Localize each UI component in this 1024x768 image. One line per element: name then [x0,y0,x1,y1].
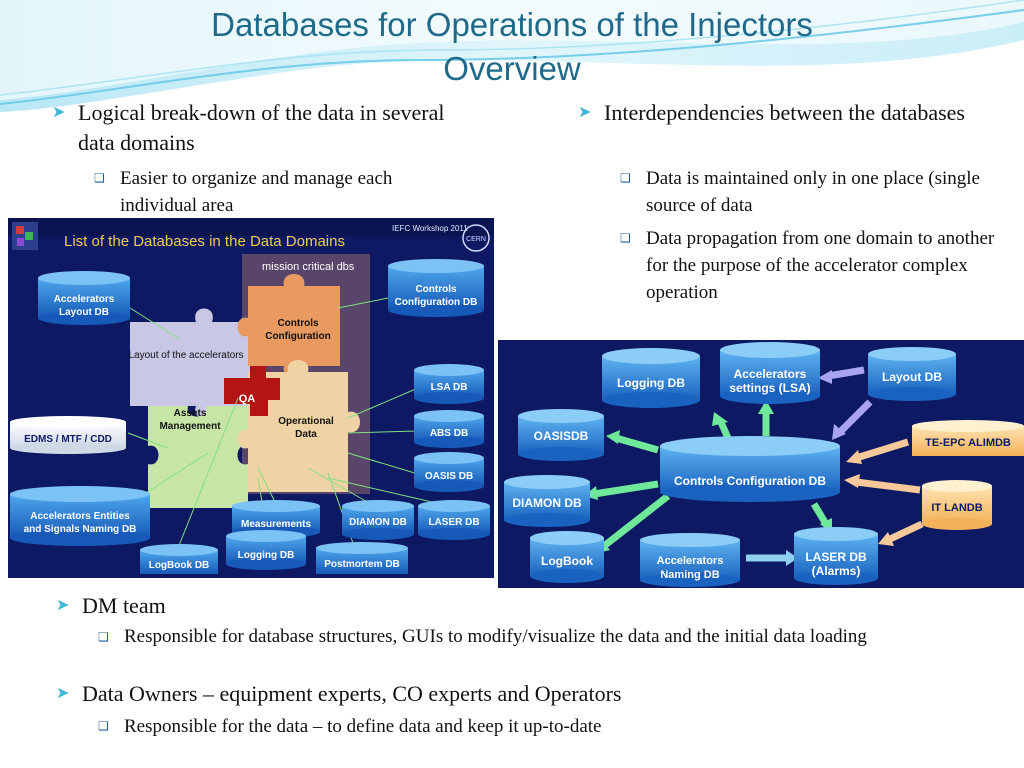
svg-text:Accelerators: Accelerators [657,555,724,567]
data-domains-figure: IEFC Workshop 2011 List of the Databases… [8,218,494,578]
cylinder-postmortem-db: Postmortem DB [316,542,408,574]
svg-text:Logging DB: Logging DB [617,376,685,390]
svg-text:EDMS / MTF / CDD: EDMS / MTF / CDD [24,434,112,445]
cylinder-laser-db: LASER DB [418,500,490,540]
node-diamon-db: DIAMON DB [504,475,590,527]
sub-bullet-organize: ❑ Easier to organize and manage each ind… [94,165,434,219]
sub-bullet-single-source: ❑ Data is maintained only in one place (… [620,165,1000,219]
svg-text:Controls Configuration DB: Controls Configuration DB [674,474,826,488]
cylinder-abs-db: ABS DB [414,410,484,448]
svg-text:Data: Data [295,429,317,440]
svg-text:Naming DB: Naming DB [660,569,719,581]
node-oasisdb: OASISDB [518,409,604,461]
svg-text:QA: QA [239,393,256,405]
arrow-bullet-icon: ➤ [52,104,66,121]
svg-text:Controls: Controls [277,318,319,329]
svg-text:Management: Management [159,421,221,432]
workshop-header: IEFC Workshop 2011 [392,224,468,233]
svg-text:Accelerators Entities: Accelerators Entities [30,511,130,522]
arrow-bullet-icon: ➤ [56,597,70,614]
sub-bullet-propagation: ❑ Data propagation from one domain to an… [620,225,1000,306]
svg-text:OASISDB: OASISDB [534,429,589,443]
figure-heading: List of the Databases in the Data Domain… [64,233,345,250]
svg-text:LASER DB: LASER DB [428,517,479,528]
svg-text:Layout DB: Layout DB [882,370,942,384]
node-logging-db: Logging DB [602,348,700,408]
bullet-data-owners: ➤ Data Owners – equipment experts, CO ex… [56,679,996,709]
square-bullet-icon: ❑ [620,231,631,245]
node-it-landb: IT LANDB [922,480,992,530]
svg-text:and Signals Naming DB: and Signals Naming DB [24,524,137,535]
sub-bullet-owners-responsible: ❑ Responsible for the data – to define d… [98,713,978,740]
svg-text:OASIS DB: OASIS DB [425,471,473,482]
cylinder-accelerators-layout: Accelerators Layout DB [38,271,130,325]
svg-text:LSA DB: LSA DB [431,382,468,393]
cylinder-logbook-db: LogBook DB [140,544,218,574]
svg-text:CERN: CERN [466,236,486,243]
square-bullet-icon: ❑ [620,171,631,185]
svg-text:Assets: Assets [174,408,207,419]
page-title: Databases for Operations of the Injector… [0,0,1024,94]
cylinder-logging-db: Logging DB [226,530,306,570]
sub-bullet-dm-responsible: ❑ Responsible for database structures, G… [98,626,867,647]
title-line-1: Databases for Operations of the Injector… [211,6,813,43]
svg-text:Measurements: Measurements [241,519,311,530]
svg-text:DIAMON DB: DIAMON DB [349,517,407,528]
svg-text:TE-EPC ALIMDB: TE-EPC ALIMDB [925,437,1011,449]
bullet-interdependencies: ➤ Interdependencies between the database… [578,98,998,128]
svg-text:mission critical dbs: mission critical dbs [262,261,355,273]
svg-text:IT LANDB: IT LANDB [931,502,982,514]
svg-text:Postmortem DB: Postmortem DB [324,559,400,570]
cylinder-oasis-db: OASIS DB [414,452,484,492]
title-line-2: Overview [443,50,581,87]
arrow-bullet-icon: ➤ [56,685,70,702]
svg-text:DIAMON DB: DIAMON DB [512,496,582,510]
svg-text:LogBook DB: LogBook DB [149,560,210,571]
cylinder-lsa-db: LSA DB [414,364,484,404]
puzzle-assets [148,406,248,508]
cylinder-edms: EDMS / MTF / CDD [10,416,126,454]
data-flow-arrows [593,366,924,562]
svg-text:Operational: Operational [278,416,334,427]
svg-text:Layout of the accelerators: Layout of the accelerators [128,350,243,361]
cylinder-controls-configuration: Controls Configuration DB [388,259,484,317]
svg-text:ABS DB: ABS DB [430,428,468,439]
square-bullet-icon: ❑ [94,171,105,185]
svg-text:Configuration DB: Configuration DB [395,297,478,308]
svg-text:Logging DB: Logging DB [238,550,295,561]
svg-text:Configuration: Configuration [265,331,331,342]
cylinder-diamon-db: DIAMON DB [342,500,414,540]
svg-text:settings (LSA): settings (LSA) [729,381,810,395]
bullet-data-domains: ➤ Logical break-down of the data in seve… [52,100,445,155]
node-te-epc-alimdb: TE-EPC ALIMDB [912,420,1024,456]
bullet-dm-team: ➤ DM team [56,591,996,621]
cylinder-entities-naming: Accelerators Entities and Signals Naming… [10,486,150,546]
square-bullet-icon: ❑ [98,719,109,733]
node-accelerators-naming-db: Accelerators Naming DB [640,533,740,587]
node-layout-db: Layout DB [868,347,956,401]
svg-text:Controls: Controls [415,284,457,295]
interdependency-diagram: Logging DB Accelerators settings (LSA) L… [498,340,1024,588]
connector-lines [127,297,459,549]
node-controls-configuration-db: Controls Configuration DB [660,436,840,502]
svg-text:LASER DB: LASER DB [805,550,867,564]
svg-text:Layout DB: Layout DB [59,307,109,318]
cern-logo-icon [462,224,490,252]
node-accelerators-settings: Accelerators settings (LSA) [720,342,820,404]
puzzle-qa [224,366,280,416]
node-logbook: LogBook [530,531,604,583]
svg-text:Accelerators: Accelerators [734,367,807,381]
svg-text:LogBook: LogBook [541,554,593,568]
svg-text:(Alarms): (Alarms) [812,564,861,578]
square-bullet-icon: ❑ [98,630,109,644]
arrow-bullet-icon: ➤ [578,104,592,121]
node-laser-db: LASER DB (Alarms) [794,527,878,585]
svg-text:Accelerators: Accelerators [54,294,115,305]
puzzle-controls [237,274,340,377]
